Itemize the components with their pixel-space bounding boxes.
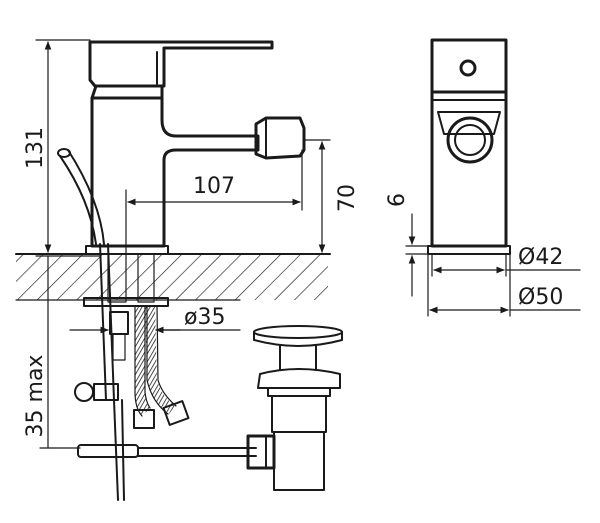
label-spout-height: 70 bbox=[335, 184, 360, 212]
label-base-thickness: 6 bbox=[385, 193, 410, 207]
waste-flange bbox=[257, 368, 341, 389]
fixing-stud-left bbox=[107, 253, 127, 303]
label-outer-diameter: Ø50 bbox=[518, 285, 563, 310]
waste-washer bbox=[267, 387, 331, 397]
threaded-rod bbox=[112, 333, 126, 361]
label-spout-reach: 107 bbox=[193, 174, 235, 199]
lever-indicator-icon bbox=[459, 59, 477, 77]
waste-plug-top bbox=[253, 325, 343, 339]
aerator-mesh-icon bbox=[454, 124, 486, 156]
label-max-deck-thickness: 35 max bbox=[23, 355, 48, 438]
front-base-plate bbox=[427, 245, 511, 255]
drain-lift-rod-edge bbox=[107, 243, 115, 401]
linkage-strap bbox=[77, 444, 139, 458]
countertop-section bbox=[15, 253, 331, 301]
hose-left-edge-a bbox=[134, 305, 143, 417]
fixing-stud-right bbox=[137, 253, 155, 303]
label-total-height: 131 bbox=[23, 127, 48, 169]
nozzle-outer-ring bbox=[446, 116, 494, 164]
flexible-hose-right bbox=[145, 305, 176, 414]
hose-connector-right bbox=[162, 400, 190, 426]
mounting-assembly bbox=[74, 243, 257, 501]
hose-left-edge-b bbox=[144, 305, 151, 409]
waste-plug-rim bbox=[253, 331, 343, 347]
hose-connector-left bbox=[133, 409, 155, 429]
popup-rod-back bbox=[67, 149, 105, 245]
cartridge-cap bbox=[90, 84, 164, 100]
front-body bbox=[430, 90, 508, 248]
base-plate bbox=[85, 245, 169, 255]
fixing-nut bbox=[109, 311, 129, 335]
backing-plate bbox=[83, 297, 169, 307]
rod-clamp-screw bbox=[74, 382, 94, 402]
popup-waste bbox=[246, 325, 343, 491]
dimension-labels: 131 107 70 6 Ø42 Ø50 ø35 35 max bbox=[23, 127, 563, 437]
vertical-lift-rod bbox=[113, 399, 119, 501]
vertical-lift-rod-edge bbox=[121, 399, 125, 501]
faucet-side-view bbox=[57, 40, 306, 255]
front-spout-collar bbox=[437, 111, 501, 135]
drain-lift-rod bbox=[99, 243, 107, 401]
label-mounting-hole: ø35 bbox=[184, 305, 225, 330]
front-lever bbox=[430, 38, 508, 94]
waste-tail bbox=[273, 431, 325, 491]
label-inner-diameter: Ø42 bbox=[518, 245, 563, 270]
popup-rod-knob bbox=[57, 148, 71, 158]
popup-rod-front bbox=[59, 155, 97, 245]
bidet-nozzle bbox=[254, 116, 306, 160]
countertop-hatch bbox=[16, 254, 328, 300]
dimension-lines bbox=[35, 39, 581, 449]
waste-pivot-housing bbox=[246, 434, 276, 470]
faucet-body bbox=[90, 96, 260, 248]
rod-clamp bbox=[93, 383, 119, 401]
waste-threaded-body bbox=[271, 395, 327, 433]
faucet-front-view bbox=[427, 38, 511, 255]
lever-handle bbox=[88, 40, 274, 88]
